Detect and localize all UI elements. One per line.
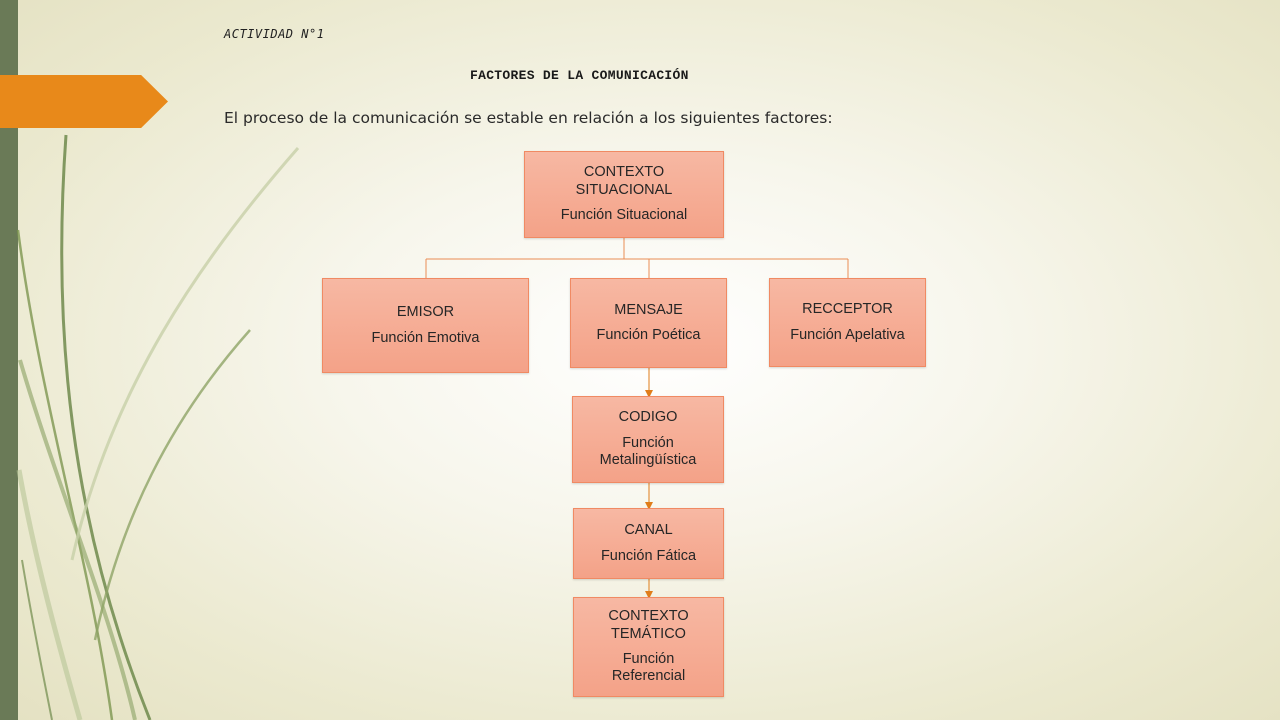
node-label: CANAL (624, 522, 673, 539)
node-emisor: EMISOR Función Emotiva (322, 278, 529, 373)
tree-connector (425, 238, 849, 278)
orange-arrow-tab (0, 75, 168, 128)
left-accent-bar (0, 0, 18, 720)
decorative-leaves (16, 134, 300, 720)
slide-title: FACTORES DE LA COMUNICACIÓN (470, 68, 689, 83)
node-label: MENSAJE (614, 301, 683, 318)
node-function: Función Situacional (560, 207, 688, 224)
node-function: Función Referencial (611, 651, 686, 685)
node-label: CODIGO (618, 409, 678, 426)
node-function: Función Emotiva (371, 329, 480, 346)
node-mensaje: MENSAJE Función Poética (570, 278, 727, 368)
node-label: CONTEXTO TEMÁTICO (608, 608, 689, 642)
node-contexto-situacional: CONTEXTO SITUACIONAL Función Situacional (524, 151, 724, 238)
node-function: Función Fática (600, 547, 697, 564)
node-function: Función Apelativa (790, 326, 905, 343)
activity-label: ACTIVIDAD N°1 (224, 27, 325, 41)
node-label: EMISOR (396, 304, 455, 321)
node-function: Función Metalingüística (599, 434, 697, 469)
node-codigo: CODIGO Función Metalingüística (572, 396, 724, 483)
intro-text: El proceso de la comunicación se estable… (224, 109, 833, 127)
node-label: CONTEXTO SITUACIONAL (575, 164, 673, 198)
node-canal: CANAL Función Fática (573, 508, 724, 579)
node-contexto-tematico: CONTEXTO TEMÁTICO Función Referencial (573, 597, 724, 697)
node-label: RECCEPTOR (802, 301, 893, 318)
node-function: Función Poética (596, 327, 701, 343)
node-receptor: RECCEPTOR Función Apelativa (769, 278, 926, 367)
